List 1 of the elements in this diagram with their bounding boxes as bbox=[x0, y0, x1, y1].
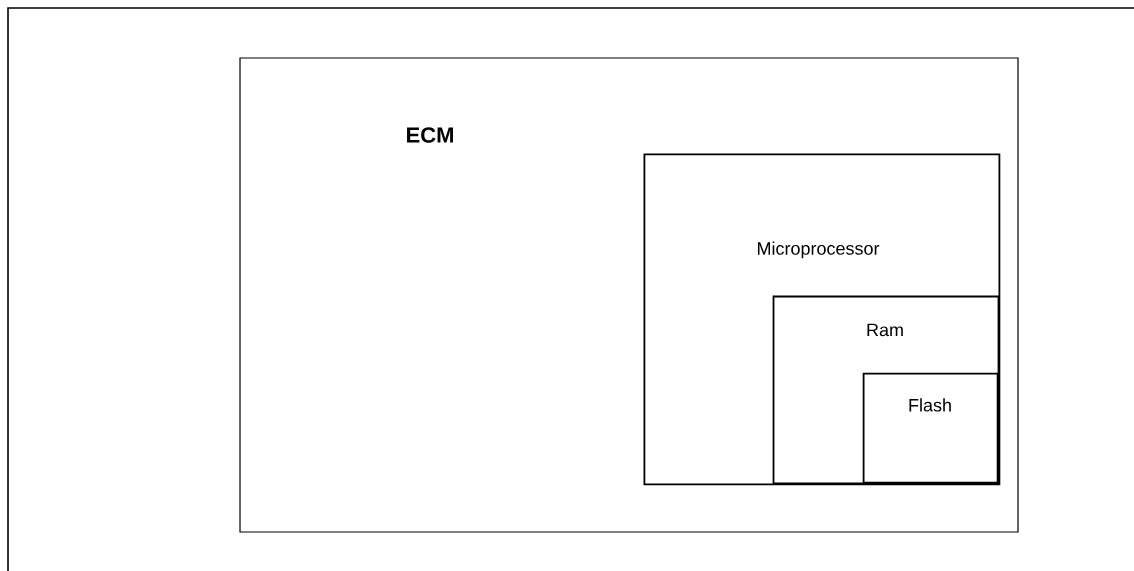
block-box: Flash bbox=[862, 372, 999, 484]
